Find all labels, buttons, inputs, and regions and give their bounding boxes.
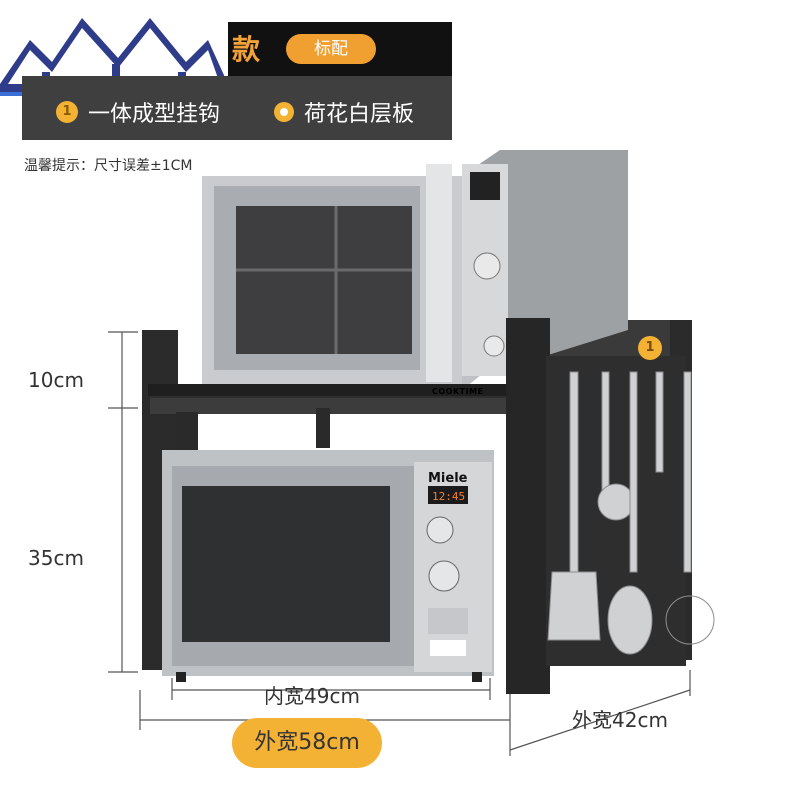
size-tolerance-tip: 温馨提示：尺寸误差±1CM — [24, 158, 193, 174]
rack-brand: COOKTIME — [432, 387, 484, 396]
oven-brand: Miele — [428, 471, 468, 486]
outer-width-label: 外宽58cm — [232, 718, 382, 768]
standard-badge: 标配 — [286, 34, 376, 64]
bullet-icon — [274, 102, 294, 122]
feature-shelf: 荷花白层板 — [274, 96, 414, 128]
feature-label: 一体成型挂钩 — [88, 102, 221, 127]
hook-callout-marker: 1 — [638, 336, 662, 360]
oven-clock: 12:45 — [432, 490, 465, 503]
feature-number-badge: 1 — [56, 101, 78, 123]
feature-bar — [22, 76, 452, 140]
upper-height-label: 10cm — [28, 368, 84, 392]
header-title: 款 — [232, 33, 261, 66]
feature-hooks: 1 一体成型挂钩 — [56, 96, 220, 128]
depth-label: 外宽42cm — [572, 708, 668, 732]
lower-height-label: 35cm — [28, 546, 84, 570]
inner-width-label: 内宽49cm — [264, 684, 360, 708]
feature-label: 荷花白层板 — [304, 102, 415, 127]
